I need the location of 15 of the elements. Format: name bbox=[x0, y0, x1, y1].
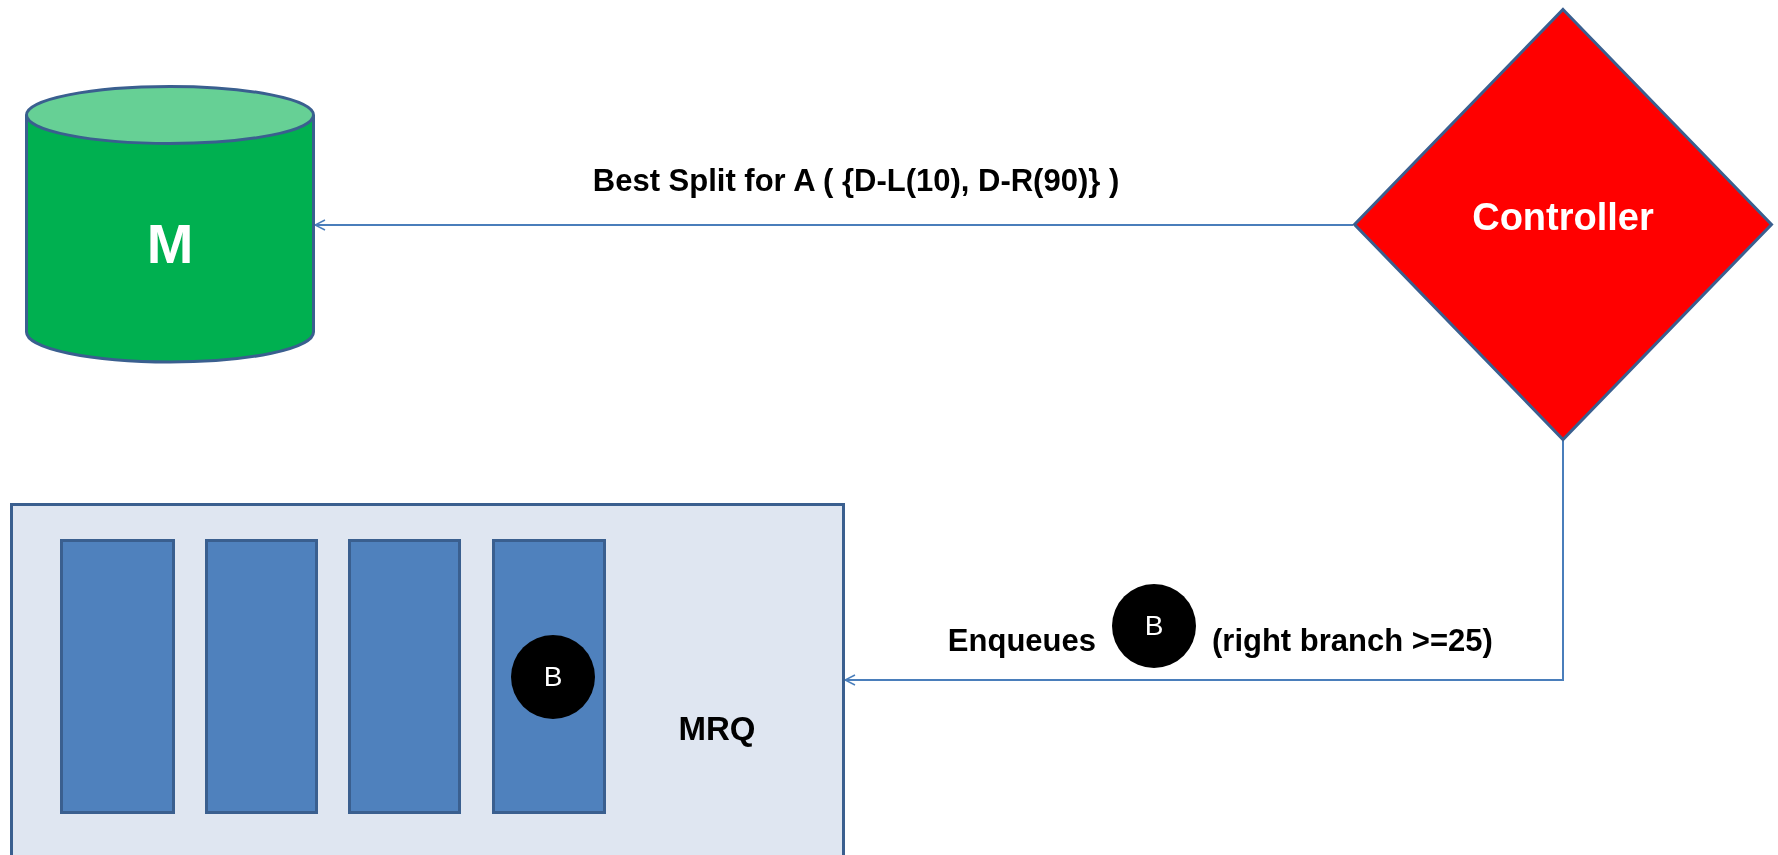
node-label: Controller bbox=[1472, 195, 1654, 238]
node-label: MRQ bbox=[678, 710, 756, 748]
queue-slot bbox=[492, 539, 606, 814]
node-label: B bbox=[543, 661, 563, 693]
annotation-text: Enqueues bbox=[947, 623, 1096, 659]
arrow bbox=[844, 440, 1564, 686]
queue-panel bbox=[10, 503, 845, 855]
arrow bbox=[314, 219, 1354, 231]
queue-slot bbox=[348, 539, 461, 814]
queue-slot bbox=[205, 539, 318, 814]
edge-label: Best Split for A ( {D-L(10), D-R(90)} ) bbox=[592, 163, 1120, 199]
node-label: M bbox=[146, 210, 194, 276]
annotation-text: (right branch >=25) bbox=[1212, 623, 1493, 659]
node-label: B bbox=[1144, 610, 1164, 642]
queue-slot bbox=[60, 539, 175, 814]
